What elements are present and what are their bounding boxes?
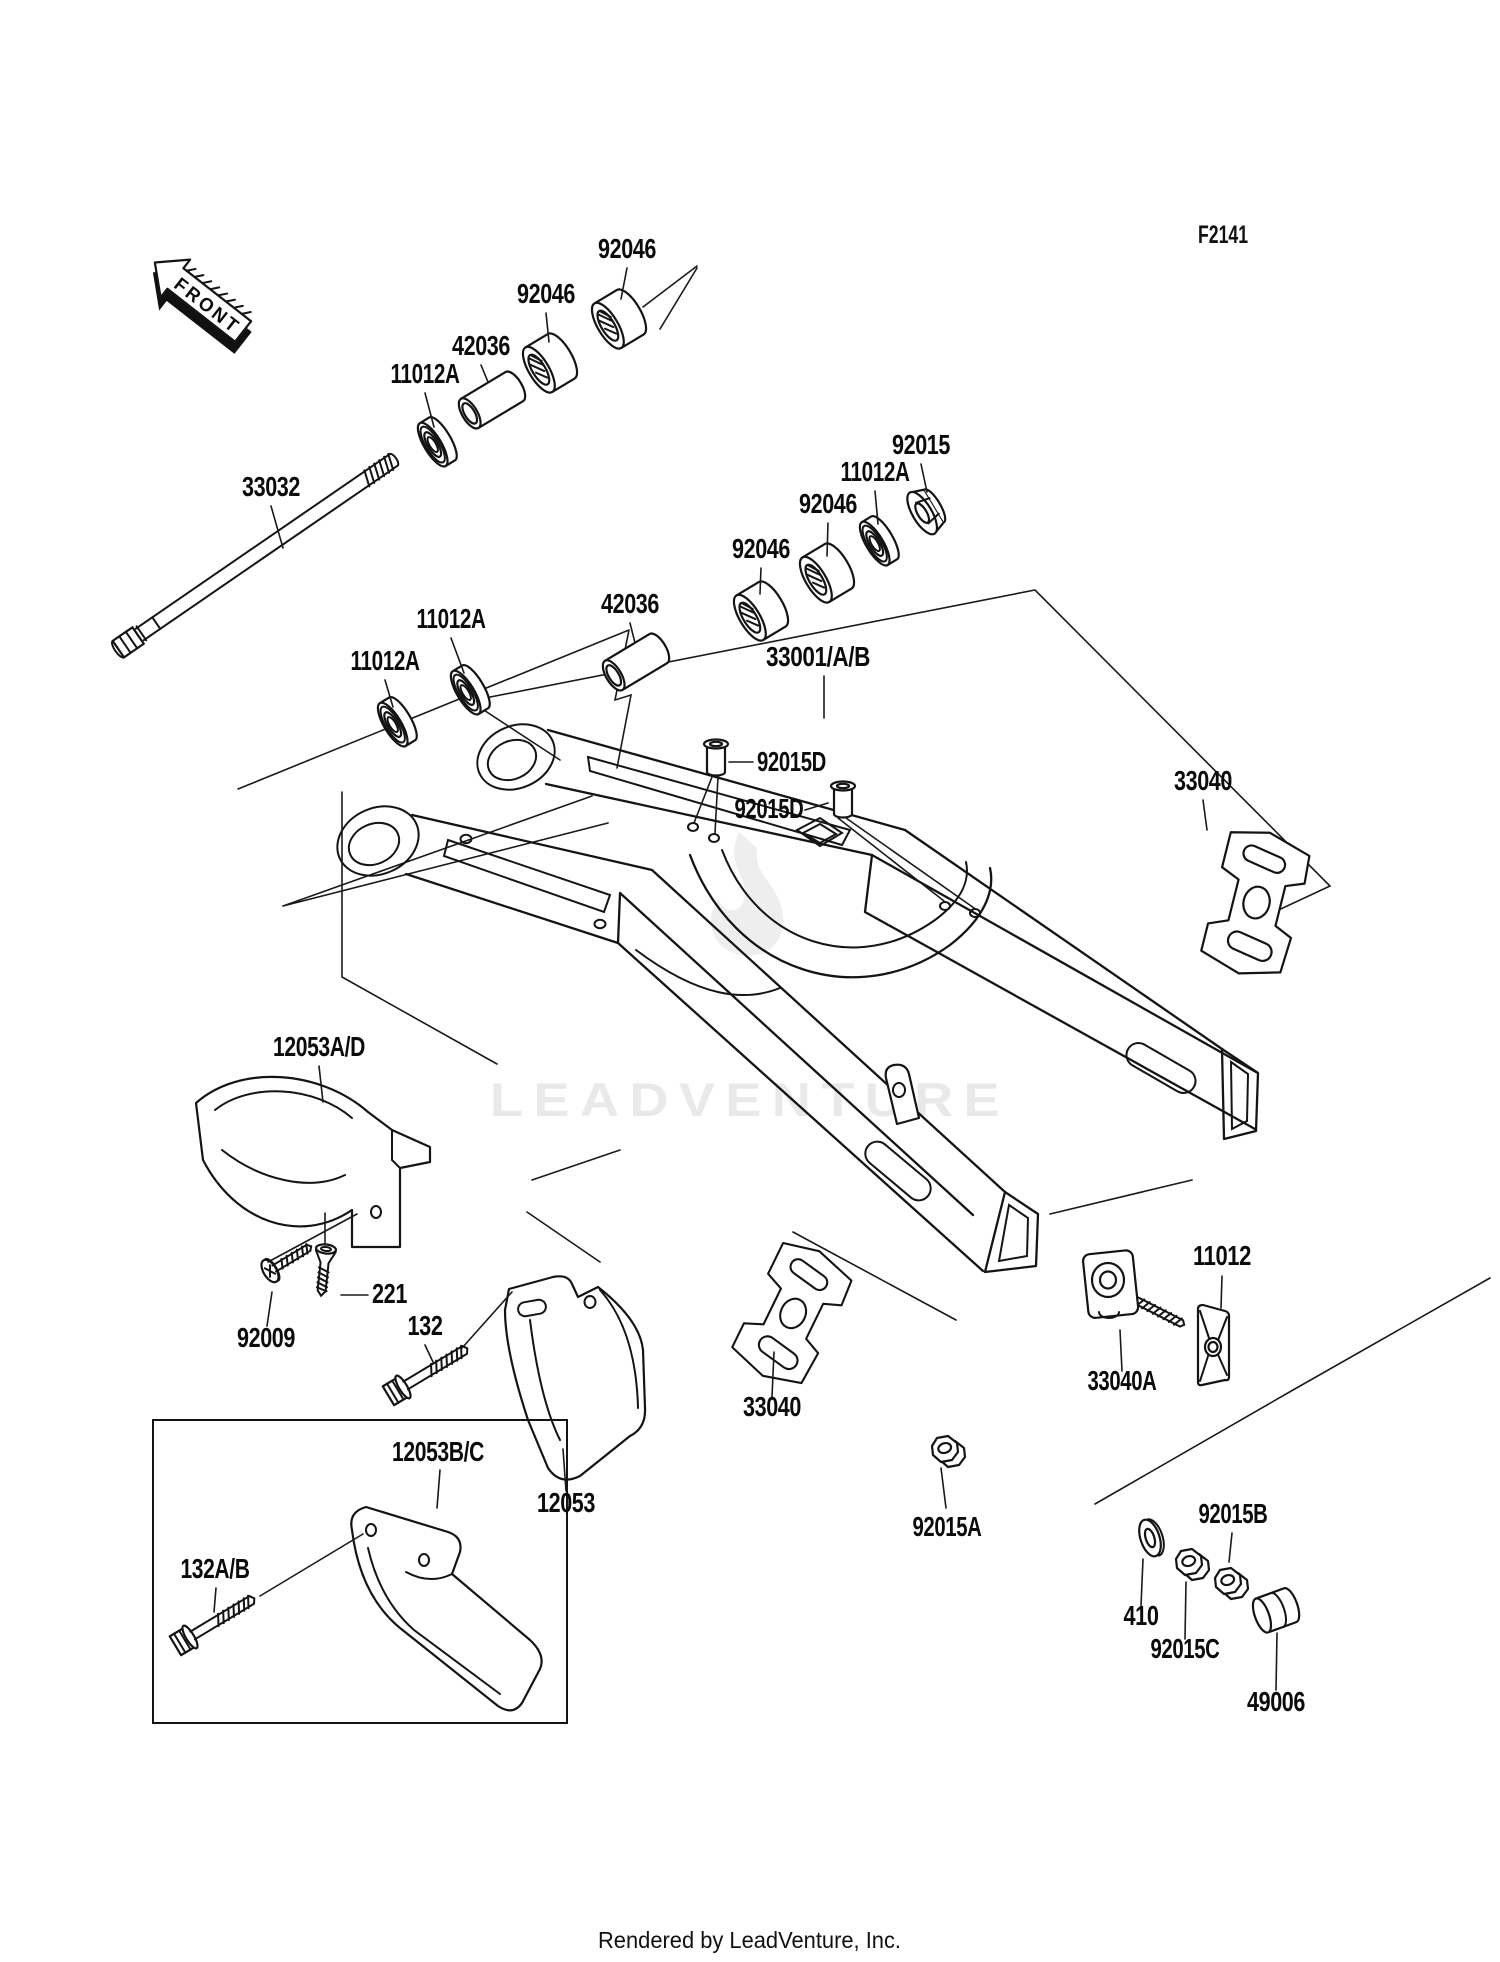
sleeve-42036-top — [453, 367, 531, 433]
label-12053AD: 12053A/D — [273, 1031, 365, 1062]
screw-221 — [310, 1242, 338, 1298]
cap-49006 — [1248, 1584, 1304, 1636]
label-92015D-2: 92015D — [735, 793, 804, 824]
collar-92015D-1 — [702, 738, 730, 777]
label-33040A: 33040A — [1088, 1365, 1157, 1396]
label-33001AB: 33001/A/B — [766, 641, 870, 672]
mount-hole-markers — [687, 822, 981, 918]
needle-bearing-92046-top1 — [584, 283, 654, 355]
chain-adjuster-33040A — [1081, 1249, 1186, 1328]
label-132: 132 — [408, 1310, 443, 1341]
seal-11012A-mid-left1 — [444, 660, 496, 720]
label-410: 410 — [1124, 1600, 1159, 1631]
label-92046-1: 92046 — [598, 233, 656, 264]
label-92046-2: 92046 — [517, 278, 575, 309]
figure-code: F2141 — [1198, 221, 1248, 249]
label-33032: 33032 — [242, 471, 300, 502]
label-92015D-1: 92015D — [757, 746, 826, 777]
hex-nut-92015B — [1213, 1566, 1250, 1601]
washer-410 — [1133, 1514, 1170, 1561]
swingarm-body-33001 — [336, 723, 1260, 1274]
needle-bearing-92046-top2 — [515, 327, 585, 399]
label-33040-lower: 33040 — [743, 1391, 801, 1422]
chain-guide-rear-12053 — [503, 1275, 647, 1481]
bolt-132 — [380, 1336, 476, 1408]
adjuster-stop-plate-11012 — [1196, 1303, 1231, 1387]
label-92015B: 92015B — [1199, 1498, 1268, 1529]
label-11012A-1: 11012A — [391, 358, 460, 389]
screw-92009 — [256, 1234, 319, 1287]
label-42036-1: 42036 — [452, 330, 510, 361]
label-221: 221 — [372, 1278, 407, 1309]
phantom-boundary-lines — [237, 265, 1491, 1505]
label-92009: 92009 — [237, 1322, 295, 1353]
seal-11012A-mid-right — [853, 511, 905, 571]
label-92015A: 92015A — [913, 1511, 982, 1542]
adjuster-holder-33040-upper — [1197, 822, 1316, 985]
label-92046-3: 92046 — [799, 488, 857, 519]
collar-92015D-2 — [829, 780, 857, 819]
label-11012A-4: 11012A — [351, 645, 420, 676]
label-42036-2: 42036 — [601, 588, 659, 619]
label-11012A-3: 11012A — [417, 603, 486, 634]
label-12053: 12053 — [537, 1487, 595, 1518]
pivot-shaft-33032 — [111, 452, 400, 659]
hex-nut-92015A — [930, 1434, 967, 1469]
label-33040-upper: 33040 — [1174, 765, 1232, 796]
part-labels: 92046 92046 42036 11012A 33032 92015 110… — [181, 233, 1306, 1717]
hex-nut-92015C — [1174, 1547, 1211, 1582]
label-92046-4: 92046 — [732, 533, 790, 564]
label-92015: 92015 — [892, 429, 950, 460]
leadventure-watermark-text: LEADVENTURE — [490, 1073, 1010, 1126]
adjuster-holder-33040-lower — [725, 1234, 860, 1395]
chain-guide-front-12053AD — [194, 1075, 432, 1249]
seal-11012A-top — [411, 412, 463, 472]
footer-credit: Rendered by LeadVenture, Inc. — [598, 1927, 901, 1953]
label-92015C: 92015C — [1151, 1633, 1220, 1664]
label-12053BC: 12053B/C — [392, 1436, 484, 1467]
front-direction-arrow: FRONT — [152, 258, 253, 354]
leader-lines — [213, 267, 1278, 1691]
chain-guide-alt-12053BC — [350, 1505, 543, 1712]
sleeve-42036-mid — [597, 629, 675, 695]
seal-11012A-mid-left2 — [371, 692, 423, 752]
label-132AB: 132A/B — [181, 1553, 250, 1584]
label-11012: 11012 — [1193, 1240, 1251, 1271]
label-11012A-2: 11012A — [841, 456, 910, 487]
label-49006: 49006 — [1247, 1686, 1305, 1717]
inset-box — [152, 1419, 568, 1724]
